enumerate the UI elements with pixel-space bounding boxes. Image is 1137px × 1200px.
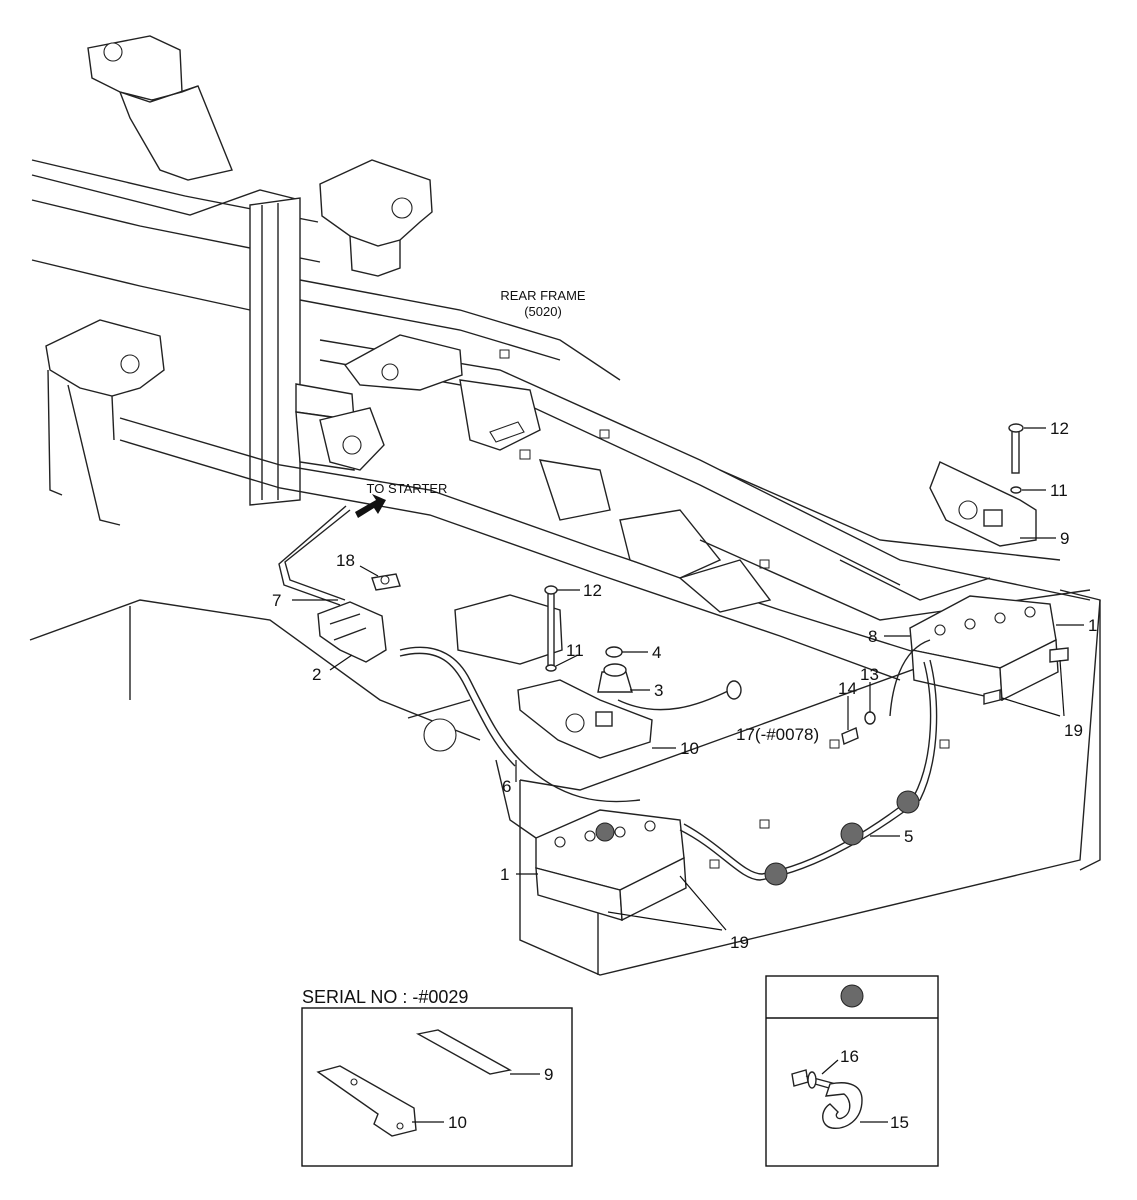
battery-left bbox=[495, 759, 687, 922]
callout-19: 19 bbox=[1064, 721, 1083, 740]
washer-11-mid bbox=[545, 664, 557, 672]
callout-9: 9 bbox=[544, 1065, 553, 1084]
relay-assembly bbox=[317, 573, 401, 663]
washer-11-top bbox=[1010, 486, 1022, 494]
wire-17 bbox=[617, 689, 731, 711]
clamp-mark bbox=[764, 862, 788, 886]
callout-12: 12 bbox=[1050, 419, 1069, 438]
callout-15: 15 bbox=[890, 1113, 909, 1132]
callout-12: 12 bbox=[583, 581, 602, 600]
arrow-to-starter bbox=[355, 494, 386, 518]
to-starter-label: TO STARTER bbox=[367, 481, 448, 496]
callout-16: 16 bbox=[840, 1047, 859, 1066]
callout-2: 2 bbox=[312, 665, 321, 684]
callout-1: 1 bbox=[500, 865, 509, 884]
rear-frame-code: (5020) bbox=[524, 304, 562, 319]
cap-4 bbox=[605, 646, 623, 658]
clamp-inset: 16 15 bbox=[765, 975, 939, 1167]
clamp-inset-frame bbox=[765, 975, 939, 1167]
callout-18: 18 bbox=[336, 551, 355, 570]
plate-10 bbox=[316, 1065, 417, 1137]
center-bracket-assembly bbox=[517, 585, 742, 759]
callout-1: 1 bbox=[1088, 616, 1097, 635]
callout-7: 7 bbox=[272, 591, 281, 610]
clamp-mark bbox=[840, 822, 864, 846]
callout-17: 17(-#0078) bbox=[736, 725, 819, 744]
bolt-12-top bbox=[1011, 427, 1020, 474]
rear-frame-label: REAR FRAME bbox=[500, 288, 586, 303]
callout-11: 11 bbox=[1050, 481, 1068, 500]
bolt-12-mid bbox=[547, 589, 555, 669]
clamp-mark bbox=[896, 790, 920, 814]
callout-14: 14 bbox=[838, 679, 857, 698]
callout-8: 8 bbox=[868, 627, 877, 646]
right-bracket-assembly bbox=[929, 423, 1037, 547]
callout-3: 3 bbox=[654, 681, 663, 700]
callout-10: 10 bbox=[448, 1113, 467, 1132]
callout-6: 6 bbox=[502, 777, 511, 796]
rear-frame-drawing bbox=[29, 35, 1101, 976]
battery-right bbox=[909, 595, 1069, 705]
washer-13 bbox=[864, 711, 876, 725]
callout-11: 11 bbox=[566, 641, 584, 660]
callout-5: 5 bbox=[904, 827, 913, 846]
bolt-14 bbox=[841, 727, 859, 745]
callout-4: 4 bbox=[652, 643, 661, 662]
serial-no-label: SERIAL NO : -#0029 bbox=[302, 987, 468, 1007]
callout-9: 9 bbox=[1060, 529, 1069, 548]
cable-clamps bbox=[764, 790, 920, 886]
clamp-mark-legend bbox=[840, 984, 864, 1008]
callout-19: 19 bbox=[730, 933, 749, 952]
relay-2 bbox=[317, 601, 387, 663]
serial-inset: SERIAL NO : -#0029 9 10 bbox=[301, 987, 573, 1167]
callouts: 12 11 9 1 19 8 13 14 12 11 4 3 17(-#0078… bbox=[272, 419, 1097, 952]
clamp-15 bbox=[822, 1082, 863, 1129]
callout-10: 10 bbox=[680, 739, 699, 758]
plate-9 bbox=[415, 1029, 513, 1075]
callout-13: 13 bbox=[860, 665, 879, 684]
